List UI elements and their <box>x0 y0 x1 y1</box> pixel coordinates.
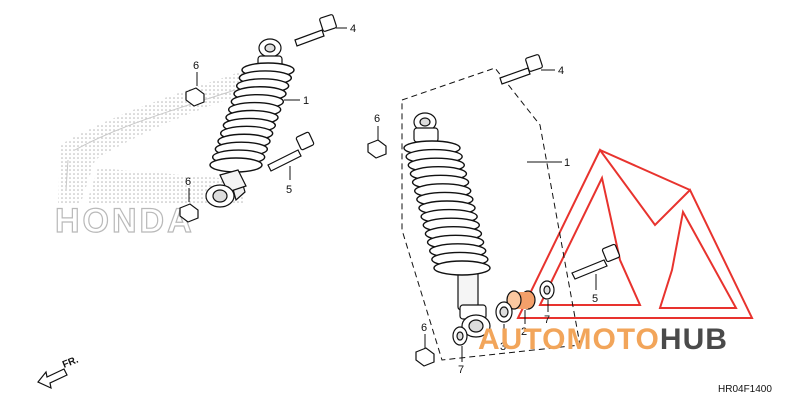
diagram-code: HR04F1400 <box>718 384 772 395</box>
assembly-outline <box>401 67 581 361</box>
collar-icon <box>506 290 536 310</box>
callout-4-left: 4 <box>350 23 356 35</box>
callout-4-right: 4 <box>558 65 564 77</box>
callout-3: 3 <box>500 341 506 353</box>
bushing-icon <box>495 301 513 323</box>
washer-icon <box>452 280 555 346</box>
bolt-icon <box>267 14 621 280</box>
nut-icon <box>179 87 435 367</box>
automotohub-wordmark: AUTOMOTOHUB <box>478 323 728 356</box>
spring-left <box>209 62 295 173</box>
spring-coil <box>209 157 263 173</box>
honda-logo-text: HONDA <box>55 202 195 240</box>
callout-7-left: 7 <box>458 364 464 376</box>
callout-6-right-bottom: 6 <box>421 322 427 334</box>
automotohub-part1: AUTOMOTO <box>478 323 660 356</box>
automotohub-part2: HUB <box>660 323 728 356</box>
automotohub-triangle-logo <box>516 148 754 319</box>
callout-6-left-bottom: 6 <box>185 176 191 188</box>
callout-2: 2 <box>521 326 527 338</box>
spring-coil <box>433 260 491 276</box>
callout-1-right: 1 <box>564 157 570 169</box>
callout-1-left: 1 <box>303 95 309 107</box>
callout-5-right: 5 <box>592 293 598 305</box>
callout-6-left-top: 6 <box>193 60 199 72</box>
spring-right <box>403 140 491 276</box>
callout-7-right: 7 <box>544 314 550 326</box>
callout-5-left: 5 <box>286 184 292 196</box>
front-direction-label: FR. <box>61 354 80 370</box>
leader-lines <box>188 27 597 362</box>
shock-left-lower-eye <box>205 169 247 208</box>
front-direction-arrow-icon: FR. <box>37 354 80 390</box>
shock-absorber-right <box>413 112 491 338</box>
callout-6-right-top: 6 <box>374 113 380 125</box>
